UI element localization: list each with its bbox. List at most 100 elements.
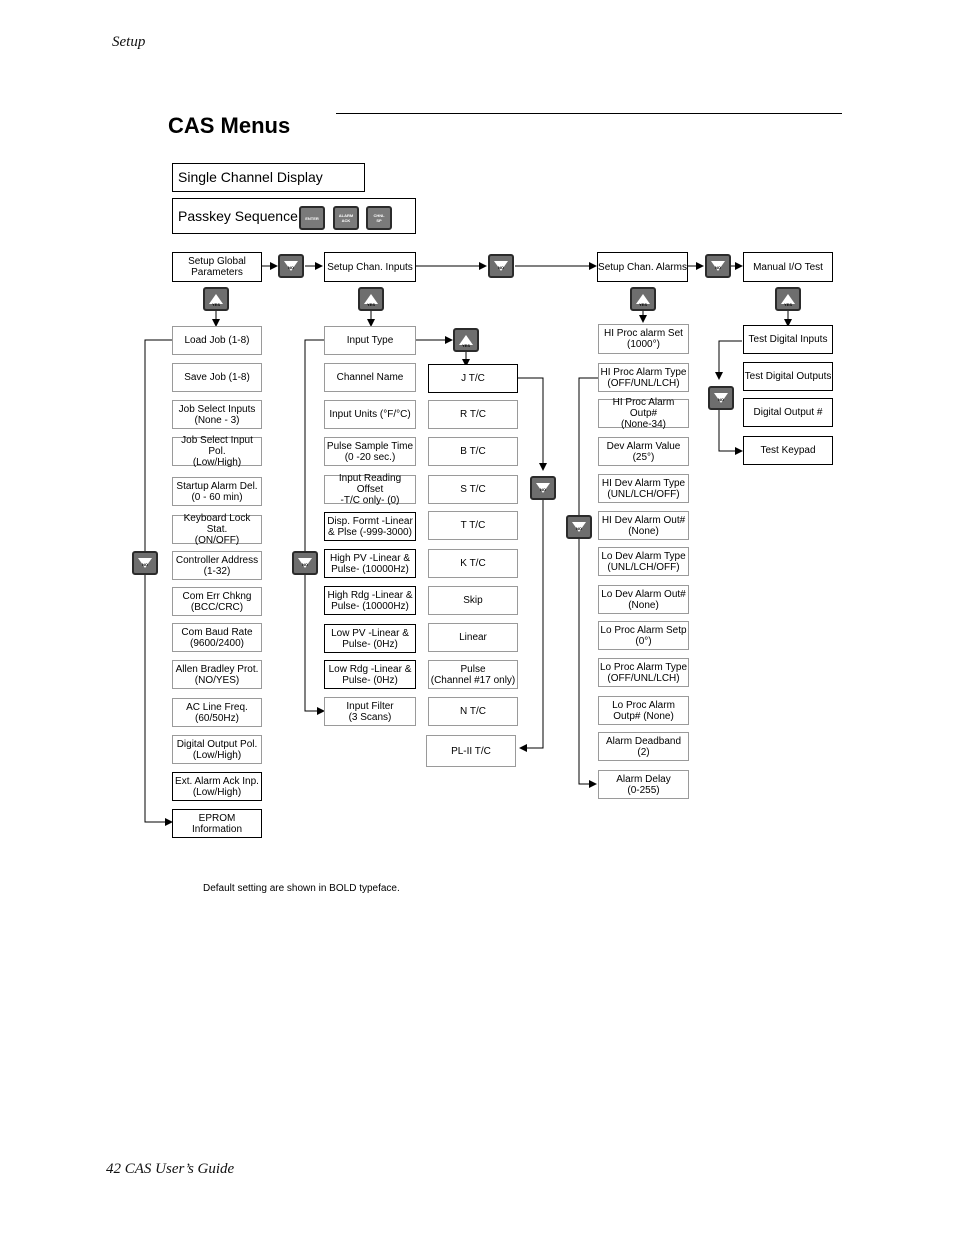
yes-key-icon[interactable]: YES	[775, 287, 801, 311]
global-item[interactable]: Keyboard Lock Stat. (ON/OFF)	[172, 513, 262, 546]
input-type-option-label: T T/C	[460, 520, 486, 531]
menu-manual-io-test[interactable]: Manual I/O Test	[743, 252, 833, 282]
input-item[interactable]: Pulse Sample Time (0 -20 sec.)	[324, 437, 416, 466]
global-item[interactable]: Load Job (1-8)	[172, 326, 262, 355]
alarm-item[interactable]: HI Proc alarm Set (1000°)	[598, 324, 689, 354]
yes-key-icon[interactable]: YES	[358, 287, 384, 311]
global-item[interactable]: Controller Address (1-32)	[172, 551, 262, 580]
alarm-item[interactable]: Dev Alarm Value (25°)	[598, 437, 689, 466]
global-item[interactable]: Save Job (1-8)	[172, 363, 262, 392]
io-test-item[interactable]: Test Keypad	[743, 436, 833, 465]
yes-key-label: YES	[461, 343, 470, 348]
input-type-option[interactable]: K T/C	[428, 549, 518, 578]
io-test-item-label: Test Keypad	[760, 445, 816, 456]
yes-key-icon[interactable]: YES	[630, 287, 656, 311]
no-key-icon[interactable]: NO	[278, 254, 304, 278]
alarm-item[interactable]: HI Proc Alarm Outp# (None-34)	[598, 397, 689, 430]
input-item[interactable]: Input Type	[324, 326, 416, 355]
no-key-icon[interactable]: NO	[132, 551, 158, 575]
alarm-item[interactable]: Lo Dev Alarm Out# (None)	[598, 585, 689, 614]
input-type-option[interactable]: Skip	[428, 586, 518, 615]
alarm-item-label: HI Dev Alarm Type (UNL/LCH/OFF)	[601, 477, 686, 500]
input-item-label: Disp. Formt -Linear & Plse (-999-3000)	[327, 515, 413, 538]
no-key-icon[interactable]: NO	[488, 254, 514, 278]
global-item[interactable]: Com Baud Rate (9600/2400)	[172, 623, 262, 652]
no-key-icon[interactable]: NO	[708, 386, 734, 410]
alarm-item-label: Lo Proc Alarm Setp (0°)	[600, 624, 687, 647]
yes-key-label: YES	[638, 302, 647, 307]
alarm-item[interactable]: Lo Proc Alarm Outp# (None)	[598, 696, 689, 725]
global-item[interactable]: Ext. Alarm Ack Inp. (Low/High)	[172, 772, 262, 801]
input-type-option[interactable]: T T/C	[428, 511, 518, 540]
title-rule	[336, 113, 842, 114]
alarm-item[interactable]: HI Dev Alarm Out# (None)	[598, 511, 689, 540]
input-item[interactable]: Input Units (°F/°C)	[324, 400, 416, 429]
input-item-label: Low PV -Linear & Pulse- (0Hz)	[331, 627, 409, 650]
io-test-item[interactable]: Digital Output #	[743, 398, 833, 427]
alarm-item[interactable]: Lo Dev Alarm Type (UNL/LCH/OFF)	[598, 547, 689, 576]
input-type-option[interactable]: Linear	[428, 623, 518, 652]
input-type-option[interactable]: N T/C	[428, 697, 518, 726]
alarm-item[interactable]: Alarm Deadband (2)	[598, 732, 689, 761]
alarm-item[interactable]: Lo Proc Alarm Setp (0°)	[598, 621, 689, 650]
menu-setup-chan-inputs[interactable]: Setup Chan. Inputs	[324, 252, 416, 282]
enter-key-button[interactable]: ENTER	[299, 206, 325, 230]
input-item[interactable]: Input Reading Offset -T/C only- (0)	[324, 473, 416, 506]
input-item[interactable]: Low Rdg -Linear & Pulse- (0Hz)	[324, 660, 416, 689]
input-type-option[interactable]: PL-II T/C	[426, 735, 516, 767]
alarm-item-label: Lo Dev Alarm Out# (None)	[601, 588, 686, 611]
down-arrow-icon	[711, 261, 725, 271]
no-key-icon[interactable]: NO	[530, 476, 556, 500]
global-item-label: Controller Address (1-32)	[175, 554, 259, 577]
input-item[interactable]: Low PV -Linear & Pulse- (0Hz)	[324, 624, 416, 653]
alarm-item[interactable]: Alarm Delay (0-255)	[598, 770, 689, 799]
global-item[interactable]: Allen Bradley Prot. (NO/YES)	[172, 660, 262, 689]
no-key-icon[interactable]: NO	[292, 551, 318, 575]
input-type-option[interactable]: Pulse (Channel #17 only)	[428, 660, 518, 689]
up-arrow-icon	[364, 294, 378, 304]
input-type-option[interactable]: J T/C	[428, 364, 518, 393]
chnl-sp-key-button[interactable]: CHNL SP	[366, 206, 392, 230]
menu-setup-global-parameters[interactable]: Setup Global Parameters	[172, 252, 262, 282]
input-item[interactable]: Input Filter (3 Scans)	[324, 697, 416, 726]
yes-key-icon[interactable]: YES	[453, 328, 479, 352]
alarm-item[interactable]: HI Dev Alarm Type (UNL/LCH/OFF)	[598, 474, 689, 503]
input-item-label: High Rdg -Linear & Pulse- (10000Hz)	[327, 589, 413, 612]
no-key-icon[interactable]: NO	[705, 254, 731, 278]
io-test-item[interactable]: Test Digital Outputs	[743, 362, 833, 391]
input-type-option-label: R T/C	[460, 409, 486, 420]
alarm-ack-key-button[interactable]: ALARM ACK	[333, 206, 359, 230]
input-type-option[interactable]: R T/C	[428, 400, 518, 429]
input-type-option-label: Skip	[463, 595, 483, 606]
global-item[interactable]: EPROM Information	[172, 809, 262, 838]
global-item[interactable]: AC Line Freq. (60/50Hz)	[172, 698, 262, 727]
global-item-label: Ext. Alarm Ack Inp. (Low/High)	[175, 775, 259, 798]
io-test-item-label: Test Digital Outputs	[744, 371, 832, 382]
up-arrow-icon	[459, 335, 473, 345]
input-type-option[interactable]: B T/C	[428, 437, 518, 466]
global-item-label: Load Job (1-8)	[184, 335, 250, 346]
global-item[interactable]: Digital Output Pol. (Low/High)	[172, 735, 262, 764]
menu-setup-chan-alarms[interactable]: Setup Chan. Alarms	[597, 252, 688, 282]
alarm-item[interactable]: Lo Proc Alarm Type (OFF/UNL/LCH)	[598, 658, 689, 687]
alarm-item-label: Dev Alarm Value (25°)	[606, 440, 681, 463]
no-key-icon[interactable]: NO	[566, 515, 592, 539]
global-item[interactable]: Startup Alarm Del. (0 - 60 min)	[172, 477, 262, 506]
alarm-item-label: Lo Proc Alarm Outp# (None)	[612, 699, 675, 722]
input-item[interactable]: High Rdg -Linear & Pulse- (10000Hz)	[324, 586, 416, 615]
input-type-option[interactable]: S T/C	[428, 475, 518, 504]
global-item[interactable]: Job Select Inputs (None - 3)	[172, 400, 262, 429]
global-item-label: Job Select Input Pol. (Low/High)	[181, 435, 253, 468]
no-key-label: NO	[715, 265, 721, 270]
global-item[interactable]: Com Err Chkng (BCC/CRC)	[172, 587, 262, 616]
global-item[interactable]: Job Select Input Pol. (Low/High)	[172, 435, 262, 468]
input-item[interactable]: Channel Name	[324, 363, 416, 392]
menu-setup-global-parameters-label: Setup Global Parameters	[188, 256, 246, 278]
input-item[interactable]: Disp. Formt -Linear & Plse (-999-3000)	[324, 512, 416, 541]
io-test-item[interactable]: Test Digital Inputs	[743, 325, 833, 354]
yes-key-icon[interactable]: YES	[203, 287, 229, 311]
down-arrow-icon	[494, 261, 508, 271]
input-item[interactable]: High PV -Linear & Pulse- (10000Hz)	[324, 549, 416, 578]
alarm-item[interactable]: HI Proc Alarm Type (OFF/UNL/LCH)	[598, 363, 689, 392]
input-type-option-label: Linear	[459, 632, 487, 643]
